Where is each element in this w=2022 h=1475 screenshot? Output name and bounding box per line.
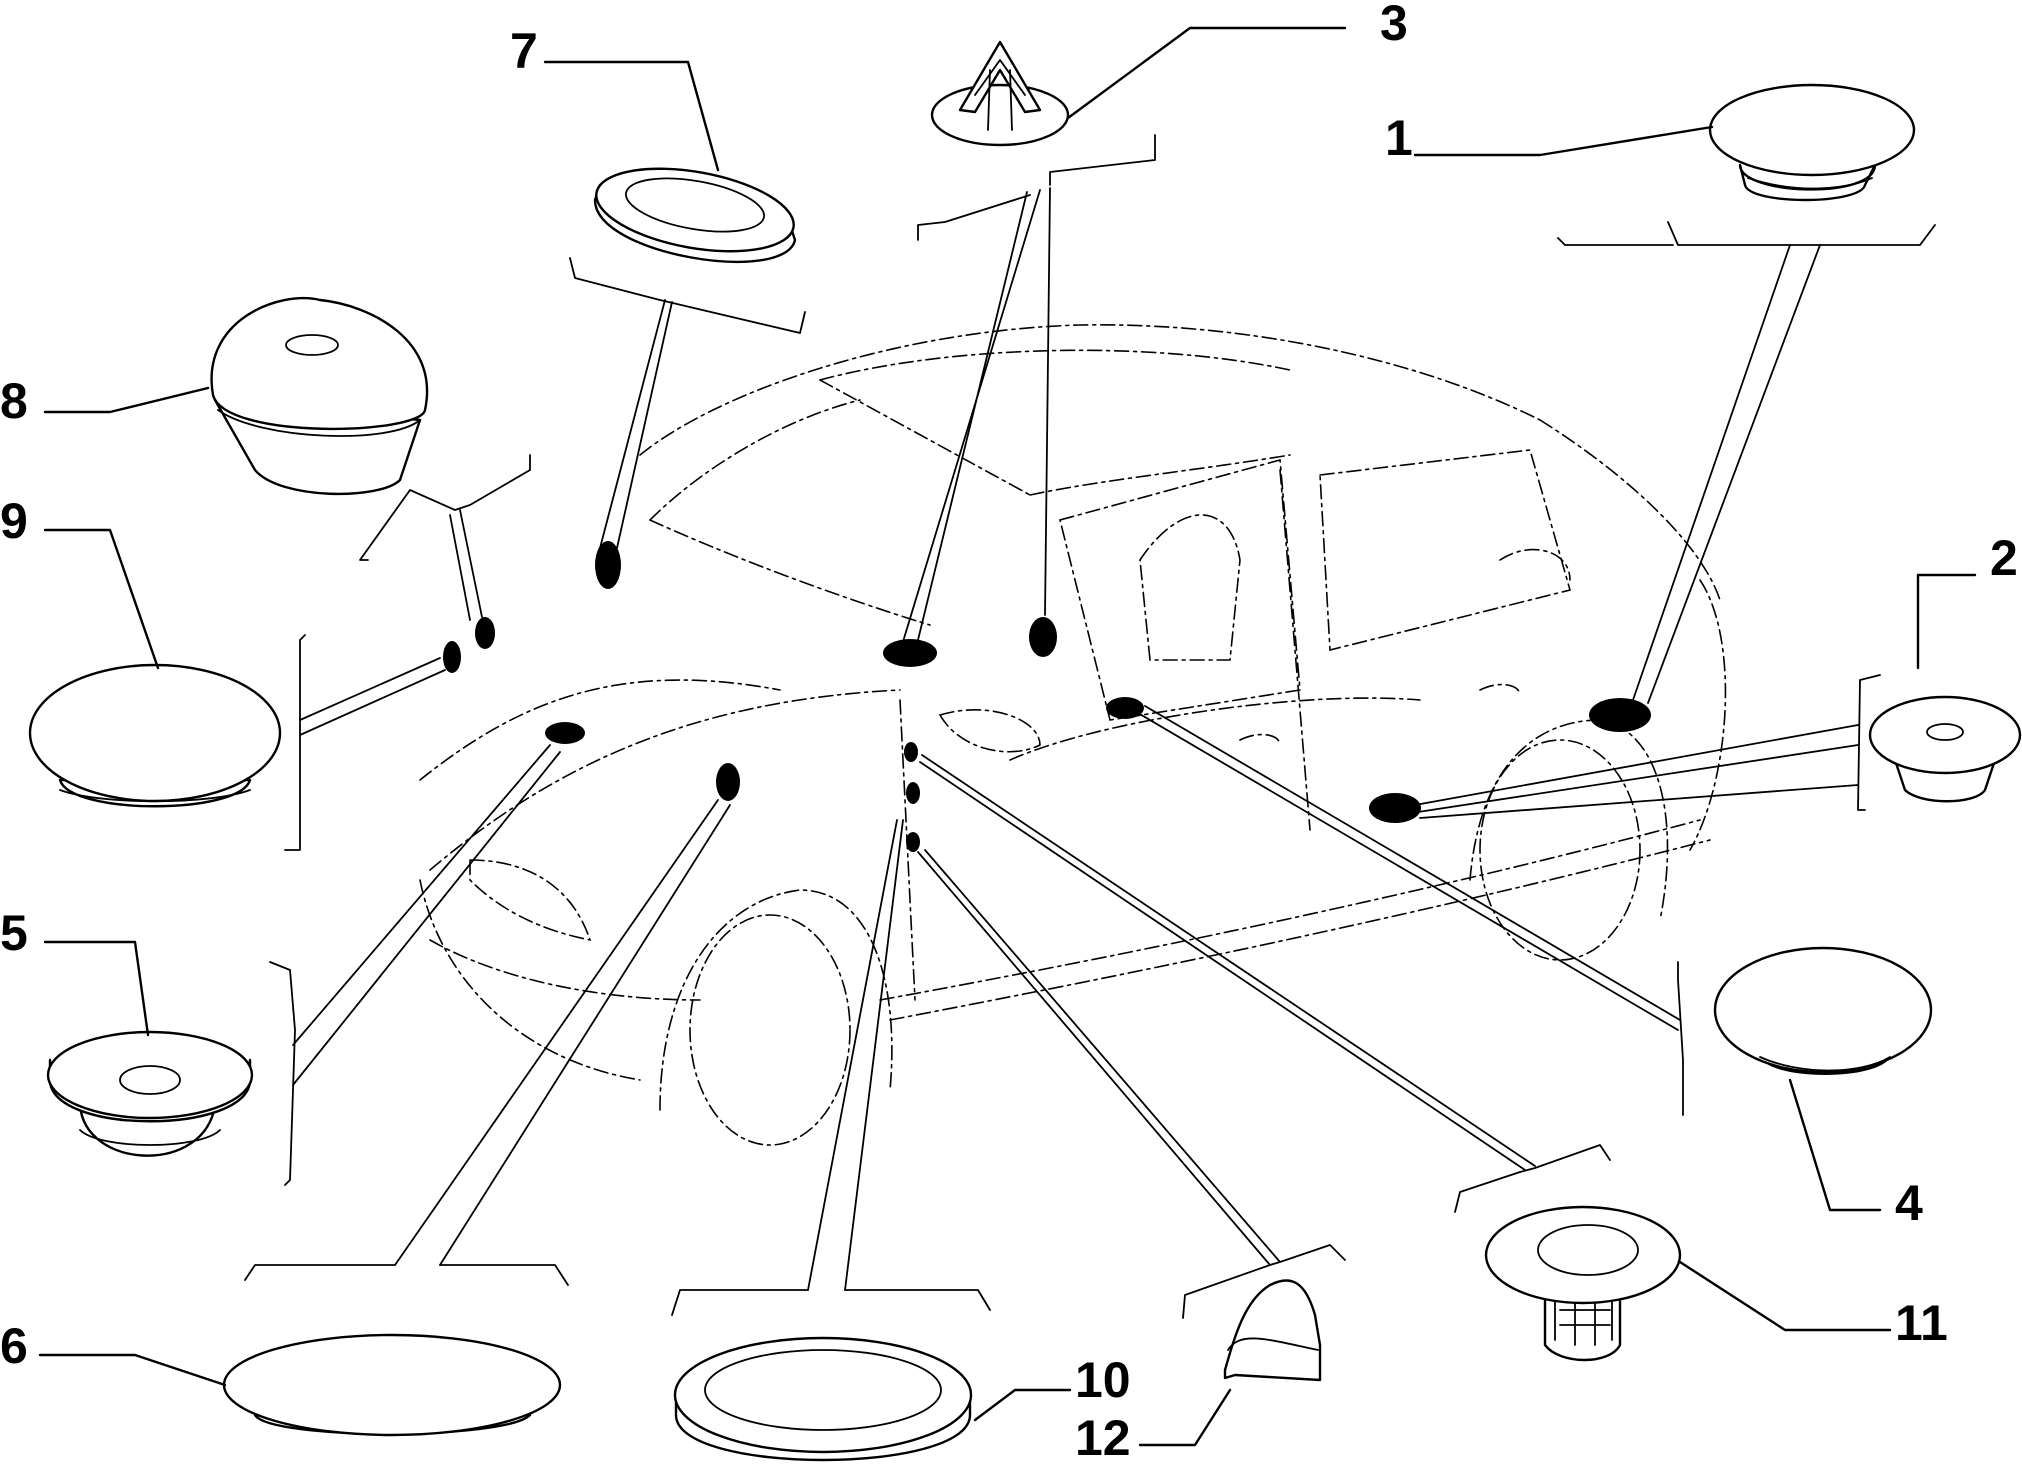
part-7-grommet [593,167,797,264]
part-3-clip [930,40,1070,147]
part-12-callout [1138,1388,1232,1447]
part-number-5: 5 [0,905,28,961]
leader-lines [244,134,1936,1319]
part-9-plug [28,663,282,808]
part-1-plug [1708,83,1916,202]
part-number-1: 1 [1385,110,1413,166]
part-8-callout [43,386,210,414]
part-number-4: 4 [1895,1175,1923,1231]
body-hole-markers [443,541,1651,852]
part-4-callout [1788,1078,1882,1212]
part-12-pad [1223,1279,1322,1382]
hole-marker [1029,617,1057,657]
hole-marker [883,639,937,667]
part-8-cap [210,296,429,496]
part-10-grommet [673,1336,973,1462]
part-6-plug [222,1333,562,1437]
hole-marker [475,617,495,649]
hole-marker [1369,793,1421,823]
part-11-clip [1484,1205,1682,1362]
part-number-3: 3 [1380,0,1408,51]
part-number-2: 2 [1990,530,2018,586]
part-10-callout [973,1388,1072,1422]
hole-marker [1106,697,1144,719]
car-body-outline [419,324,1727,1146]
hole-marker [595,541,621,589]
part-6-callout [38,1353,227,1387]
part-9-callout [43,528,160,670]
part-2-plug [1868,695,2022,803]
part-7-callout [543,60,720,172]
part-5-callout [43,940,150,1037]
part-number-12: 12 [1075,1410,1131,1466]
part-number-11: 11 [1895,1295,1948,1351]
part-number-10: 10 [1075,1352,1131,1408]
hole-marker [904,742,918,762]
part-1-callout [1413,125,1714,157]
part-3-callout [1066,26,1347,120]
hole-marker [1589,698,1651,732]
part-number-8: 8 [0,373,28,429]
part-11-callout [1678,1260,1892,1332]
part-2-callout [1916,573,1977,670]
part-5-grommet [46,1030,254,1157]
part-number-7: 7 [510,23,538,79]
hole-marker [443,641,461,673]
hole-marker [716,763,740,801]
part-number-9: 9 [0,493,28,549]
part-number-6: 6 [0,1318,28,1374]
hole-marker [906,832,920,852]
hole-marker [545,722,585,744]
hole-marker [906,782,920,804]
part-4-plug [1713,946,1933,1075]
